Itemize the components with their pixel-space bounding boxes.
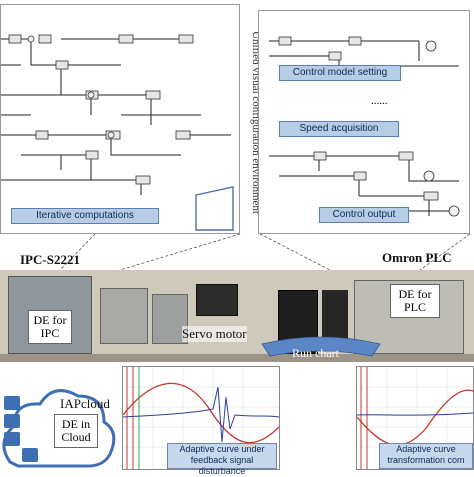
servo-motor xyxy=(196,284,238,316)
control-model-setting-label: Control model setting xyxy=(279,65,401,81)
config-panel-right: Control model setting ...... Speed acqui… xyxy=(258,10,470,234)
config-panel-left: Iterative computations xyxy=(0,4,240,234)
run-chart-left-plot xyxy=(123,367,279,469)
iterative-computations-label: Iterative computations xyxy=(11,208,159,224)
right-chart-caption: Adaptive curve transformation com xyxy=(379,443,473,469)
block-diagram-left xyxy=(1,34,234,231)
ipc-title: IPC-S2221 xyxy=(20,252,80,267)
plc-module xyxy=(322,290,348,340)
de-for-plc-label: DE for PLC xyxy=(398,287,432,314)
run-chart-label: Run chart xyxy=(292,346,339,360)
run-chart-right: Adaptive curve transformation com xyxy=(356,366,474,470)
servo-motor-label: Servo motor xyxy=(182,326,247,342)
block-diagram-right xyxy=(269,36,460,217)
rail xyxy=(0,354,474,362)
de-for-ipc-box: DE for IPC xyxy=(28,310,72,344)
run-chart-left: Adaptive curve under feedback signal dis… xyxy=(122,366,280,476)
ellipsis-text: ...... xyxy=(371,95,388,107)
power-supply-left xyxy=(100,288,148,344)
de-for-ipc-label: DE for IPC xyxy=(33,313,67,340)
left-chart-caption: Adaptive curve under feedback signal dis… xyxy=(167,443,277,476)
plc-title: Omron PLC xyxy=(382,250,452,265)
de-in-cloud-label: DE in Cloud xyxy=(61,417,91,444)
control-output-label: Control output xyxy=(319,207,409,223)
de-for-plc-box: DE for PLC xyxy=(390,284,440,318)
de-in-cloud-box: DE in Cloud xyxy=(54,414,98,448)
cloud-name: IAPcloud xyxy=(60,396,110,411)
speed-acquisition-label: Speed acquisition xyxy=(279,121,399,137)
